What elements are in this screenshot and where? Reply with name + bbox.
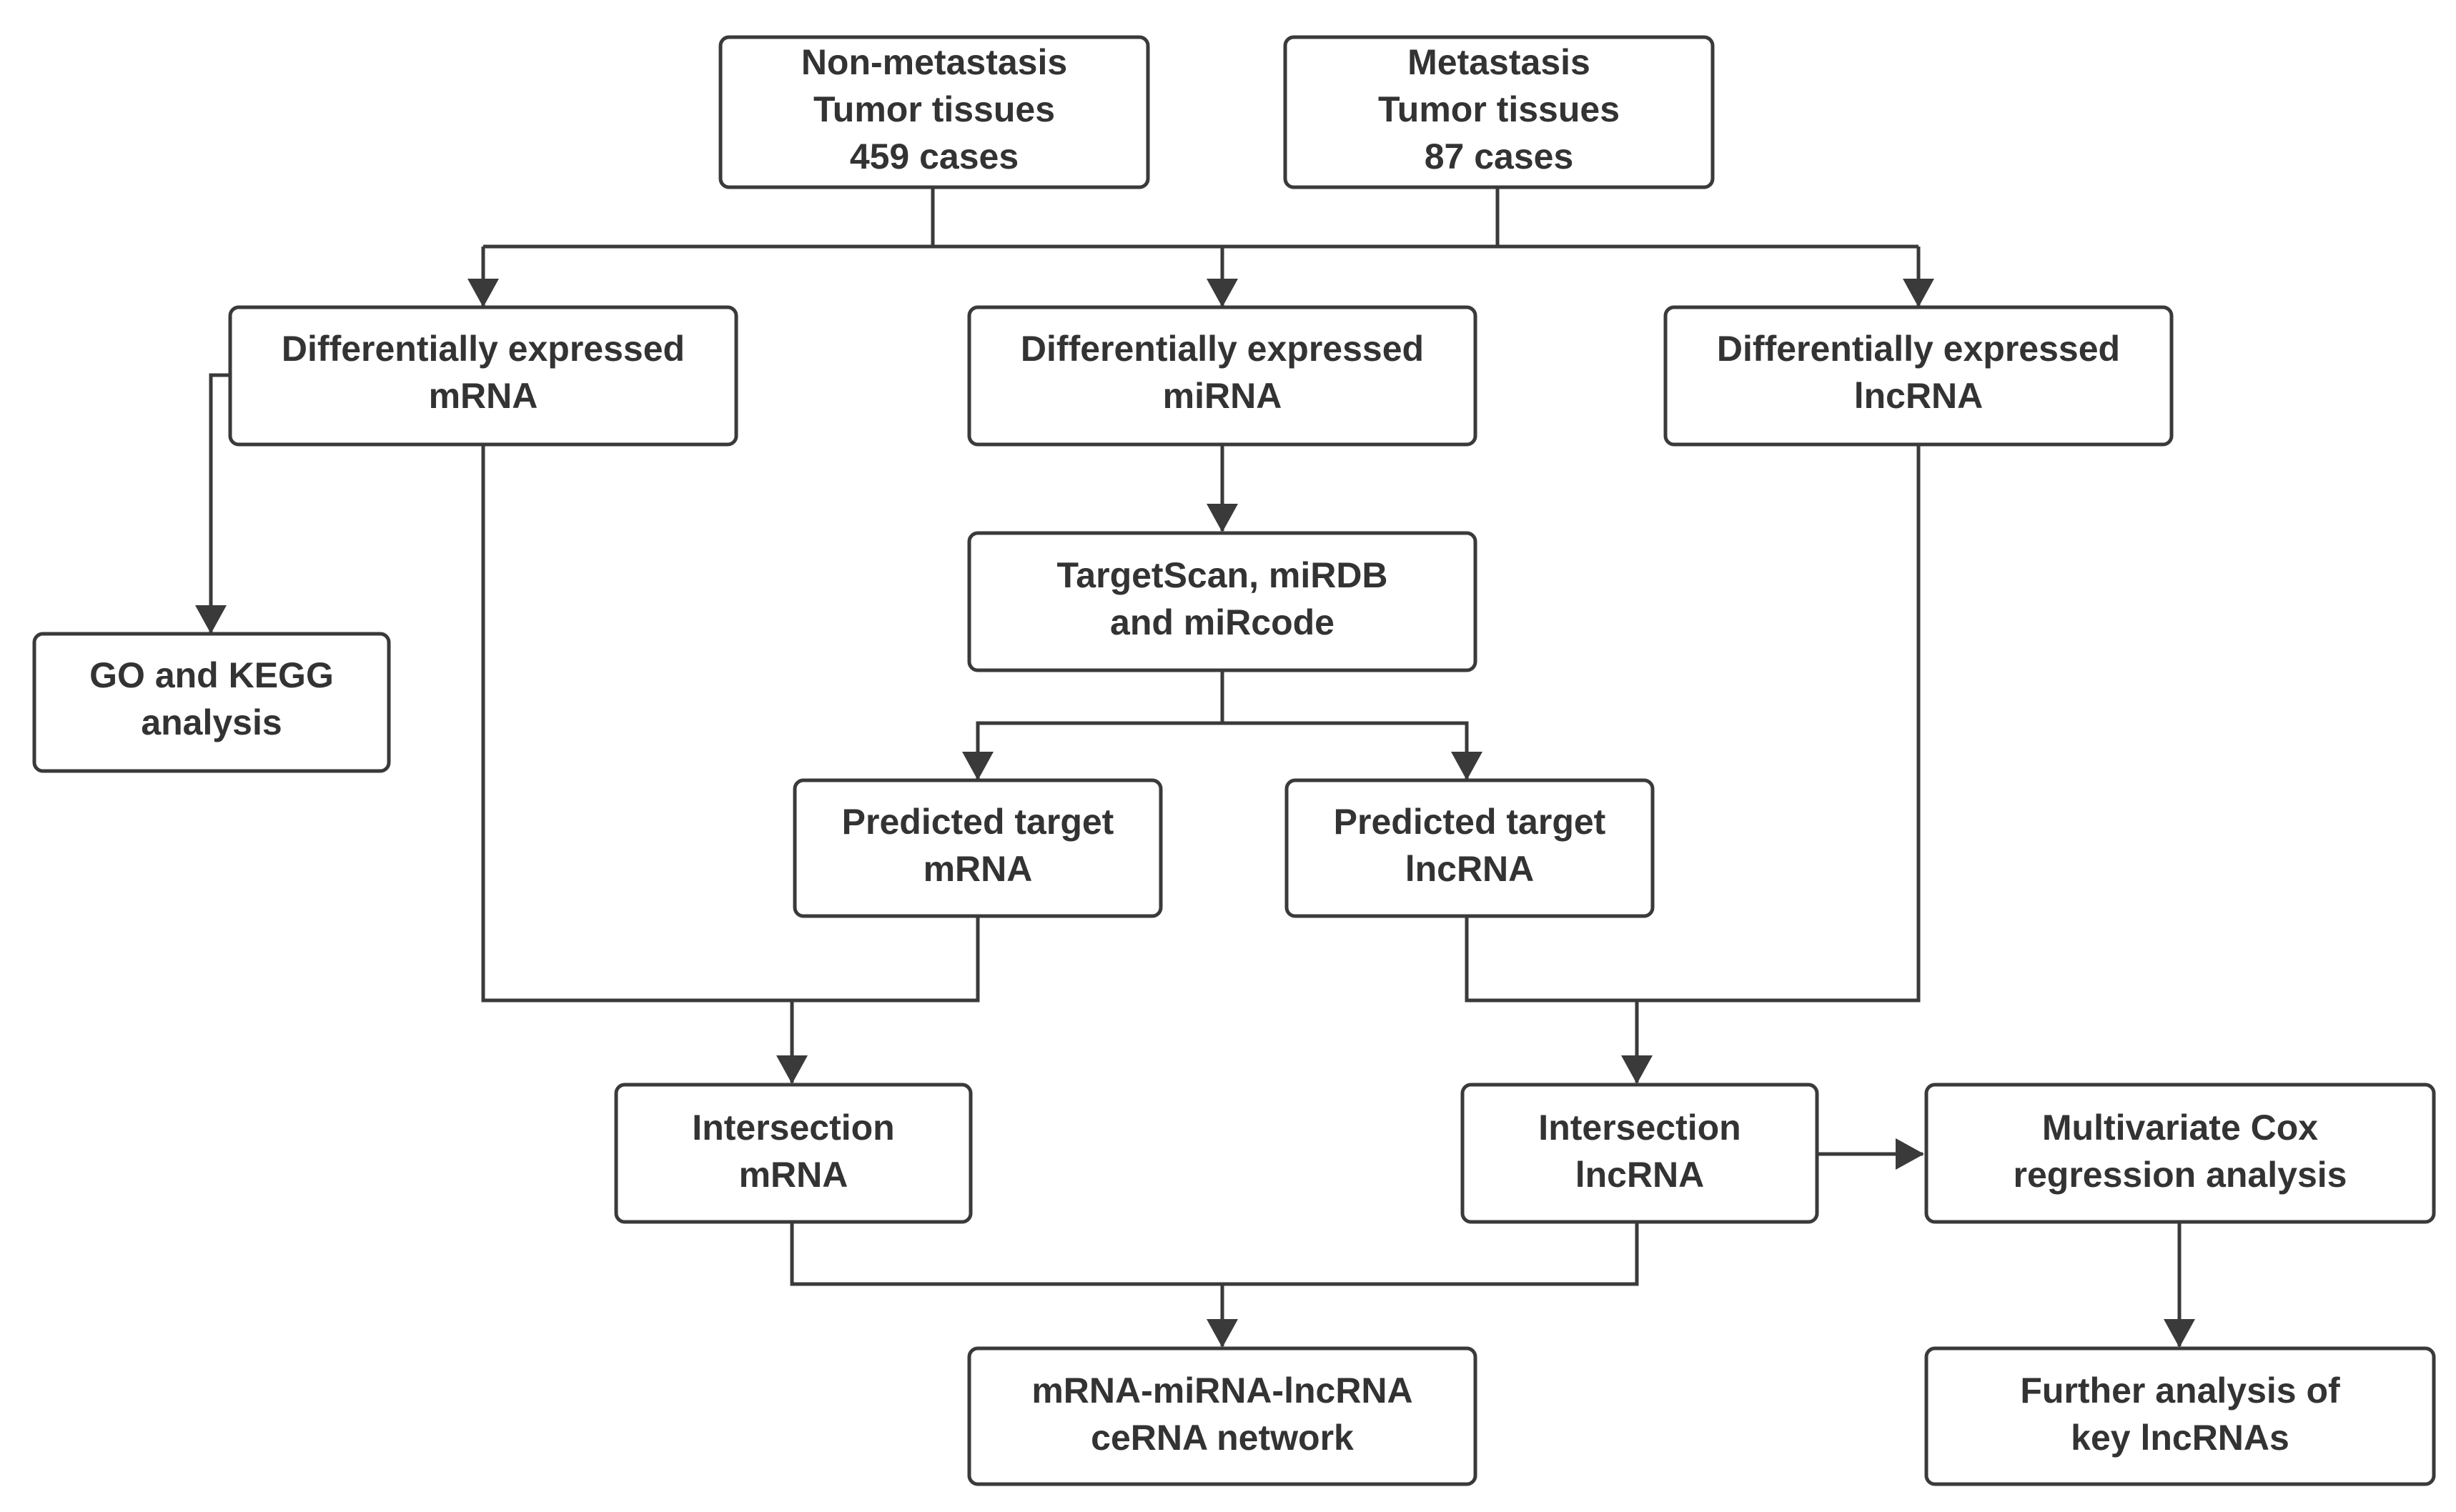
- node-pred-mrna-line-1: Predicted target: [842, 802, 1114, 842]
- node-inter-lncrna: Intersection lncRNA: [1460, 1083, 1819, 1224]
- node-inter-mrna-line-2: mRNA: [739, 1155, 848, 1195]
- node-de-mirna-line-2: miRNA: [1163, 376, 1282, 416]
- node-go-kegg-line-1: GO and KEGG: [89, 655, 334, 695]
- node-cerna-line-1: mRNA-miRNA-lncRNA: [1031, 1371, 1412, 1411]
- node-de-lncrna-line-1: Differentially expressed: [1717, 329, 2120, 369]
- node-non-metastasis-line-2: Tumor tissues: [813, 89, 1055, 129]
- node-non-metastasis: Non-metastasis Tumor tissues 459 cases: [718, 35, 1150, 189]
- edges: [195, 187, 2195, 1348]
- node-de-mirna: Differentially expressed miRNA: [967, 305, 1477, 447]
- edge-targetscan-split: [976, 670, 1469, 730]
- node-non-metastasis-line-1: Non-metastasis: [801, 42, 1067, 82]
- node-cerna-line-2: ceRNA network: [1091, 1418, 1354, 1458]
- node-de-lncrna-line-2: lncRNA: [1854, 376, 1984, 416]
- node-targetscan: TargetScan, miRDB and miRcode: [967, 531, 1477, 672]
- node-de-lncrna: Differentially expressed lncRNA: [1663, 305, 2174, 447]
- node-further-line-1: Further analysis of: [2020, 1371, 2340, 1411]
- node-go-kegg: GO and KEGG analysis: [32, 632, 391, 773]
- node-targetscan-line-2: and miRcode: [1110, 602, 1335, 642]
- node-further-line-2: key lncRNAs: [2071, 1418, 2289, 1458]
- node-inter-lncrna-line-2: lncRNA: [1575, 1155, 1705, 1195]
- node-pred-lncrna-line-1: Predicted target: [1334, 802, 1606, 842]
- node-cox-line-1: Multivariate Cox: [2042, 1108, 2318, 1148]
- node-de-mirna-line-1: Differentially expressed: [1021, 329, 1424, 369]
- node-go-kegg-line-2: analysis: [141, 702, 282, 742]
- node-non-metastasis-line-3: 459 cases: [850, 136, 1019, 176]
- node-de-mrna: Differentially expressed mRNA: [228, 305, 738, 447]
- node-de-mrna-line-2: mRNA: [429, 376, 538, 416]
- node-inter-lncrna-line-1: Intersection: [1538, 1108, 1741, 1148]
- node-metastasis-line-1: Metastasis: [1407, 42, 1590, 82]
- node-further: Further analysis of key lncRNAs: [1924, 1346, 2436, 1486]
- node-inter-mrna: Intersection mRNA: [614, 1083, 973, 1224]
- node-pred-mrna: Predicted target mRNA: [793, 778, 1163, 918]
- node-inter-mrna-line-1: Intersection: [692, 1108, 894, 1148]
- node-metastasis-line-2: Tumor tissues: [1378, 89, 1620, 129]
- node-targetscan-line-1: TargetScan, miRDB: [1056, 555, 1387, 595]
- edge-de-lncrna-to-inter-bus: [1465, 444, 1921, 1003]
- edge-intersections-to-cerna-bus: [790, 1222, 1639, 1286]
- node-pred-mrna-line-2: mRNA: [924, 849, 1033, 889]
- node-metastasis: Metastasis Tumor tissues 87 cases: [1283, 35, 1715, 189]
- node-cox-line-2: regression analysis: [2014, 1155, 2347, 1195]
- node-de-mrna-line-1: Differentially expressed: [282, 329, 685, 369]
- node-metastasis-line-3: 87 cases: [1425, 136, 1574, 176]
- node-cerna: mRNA-miRNA-lncRNA ceRNA network: [967, 1346, 1477, 1486]
- edge-de-mrna-to-go-kegg: [195, 373, 230, 634]
- node-cox: Multivariate Cox regression analysis: [1924, 1083, 2436, 1224]
- node-pred-lncrna: Predicted target lncRNA: [1284, 778, 1655, 918]
- edge-de-mrna-to-inter-bus: [481, 444, 980, 1003]
- node-pred-lncrna-line-2: lncRNA: [1405, 849, 1535, 889]
